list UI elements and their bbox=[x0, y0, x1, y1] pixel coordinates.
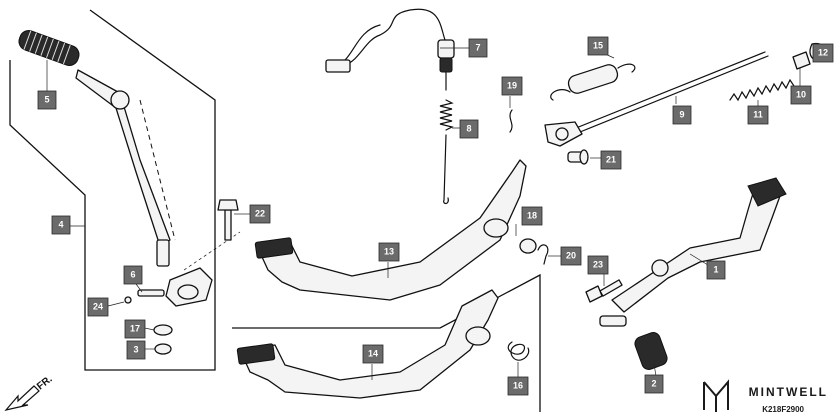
callout-7: 7 bbox=[468, 38, 488, 58]
shift-lever-joint bbox=[165, 231, 241, 307]
snap-pin-20 bbox=[537, 244, 549, 265]
svg-text:12: 12 bbox=[818, 47, 828, 57]
nut-3 bbox=[154, 343, 172, 355]
svg-text:7: 7 bbox=[475, 42, 480, 52]
washer-17 bbox=[153, 324, 173, 336]
brake-pedal-rubber bbox=[634, 332, 668, 370]
svg-text:4: 4 bbox=[58, 219, 63, 229]
shift-joint-bolt-6 bbox=[137, 289, 165, 297]
front-direction-arrow-icon bbox=[4, 385, 40, 411]
gearshift-assembly-boundary bbox=[9, 9, 216, 371]
svg-text:16: 16 bbox=[513, 380, 523, 390]
callout-12: 12 bbox=[812, 43, 834, 63]
brake-pedal-1 bbox=[599, 177, 787, 327]
svg-text:1: 1 bbox=[713, 264, 718, 274]
brake-rod bbox=[544, 51, 769, 147]
callout-17: 17 bbox=[124, 319, 146, 339]
callout-18: 18 bbox=[521, 206, 543, 226]
brake-pedal-13 bbox=[254, 159, 527, 301]
svg-text:23: 23 bbox=[593, 259, 603, 269]
svg-text:18: 18 bbox=[527, 210, 537, 220]
flange-bolt-22 bbox=[217, 199, 239, 241]
callout-16: 16 bbox=[507, 376, 529, 396]
brake-pedal-spring-16 bbox=[507, 341, 530, 361]
svg-text:10: 10 bbox=[796, 89, 806, 99]
callout-15: 15 bbox=[587, 36, 609, 56]
svg-text:17: 17 bbox=[130, 323, 140, 333]
shift-lever-arm bbox=[75, 69, 176, 267]
flange-bolt-23 bbox=[585, 279, 623, 303]
svg-text:21: 21 bbox=[606, 154, 616, 164]
callout-3: 3 bbox=[126, 340, 146, 360]
cotter-pin-24 bbox=[124, 296, 132, 304]
svg-text:3: 3 bbox=[133, 344, 138, 354]
callout-2: 2 bbox=[644, 374, 664, 394]
svg-text:11: 11 bbox=[753, 109, 763, 119]
callout-11: 11 bbox=[747, 105, 769, 125]
svg-text:15: 15 bbox=[593, 40, 603, 50]
svg-text:2: 2 bbox=[651, 378, 656, 388]
svg-text:6: 6 bbox=[130, 269, 135, 279]
callout-5: 5 bbox=[37, 90, 57, 110]
callout-13: 13 bbox=[378, 242, 400, 262]
callout-20: 20 bbox=[560, 246, 582, 266]
callout-21: 21 bbox=[600, 150, 622, 170]
shift-lever-rubber-grip bbox=[18, 30, 80, 66]
callout-8: 8 bbox=[459, 119, 479, 139]
callout-22: 22 bbox=[249, 204, 271, 224]
brake-rod-joint-pin bbox=[567, 149, 589, 165]
svg-text:13: 13 bbox=[384, 246, 394, 256]
callout-9: 9 bbox=[672, 105, 692, 125]
brake-rod-spring bbox=[729, 78, 795, 102]
callout-10: 10 bbox=[790, 85, 812, 105]
circlip-18 bbox=[519, 238, 537, 254]
diagram-code: K218F2900 bbox=[762, 405, 804, 414]
brake-pedal-return-spring bbox=[550, 63, 636, 101]
svg-text:14: 14 bbox=[368, 348, 378, 358]
mintwell-logo-icon bbox=[703, 379, 729, 412]
brake-pedal-14 bbox=[236, 289, 499, 399]
callout-4: 4 bbox=[51, 215, 71, 235]
callout-19: 19 bbox=[501, 76, 523, 96]
callout-6: 6 bbox=[123, 265, 143, 285]
callout-24: 24 bbox=[87, 297, 109, 317]
adjuster-nut bbox=[792, 51, 811, 70]
callout-1: 1 bbox=[706, 260, 726, 280]
svg-text:19: 19 bbox=[507, 80, 517, 90]
cotter-pin-19 bbox=[509, 109, 513, 133]
callout-23: 23 bbox=[587, 255, 609, 275]
svg-text:5: 5 bbox=[44, 94, 49, 104]
svg-text:20: 20 bbox=[566, 250, 576, 260]
brand-name: MINTWELL bbox=[748, 385, 828, 399]
svg-text:24: 24 bbox=[93, 301, 103, 311]
callout-14: 14 bbox=[362, 344, 384, 364]
stop-switch-cable bbox=[325, 8, 455, 91]
svg-text:22: 22 bbox=[255, 208, 265, 218]
stop-switch-spring bbox=[439, 99, 454, 205]
svg-text:9: 9 bbox=[679, 109, 684, 119]
svg-text:8: 8 bbox=[466, 123, 471, 133]
